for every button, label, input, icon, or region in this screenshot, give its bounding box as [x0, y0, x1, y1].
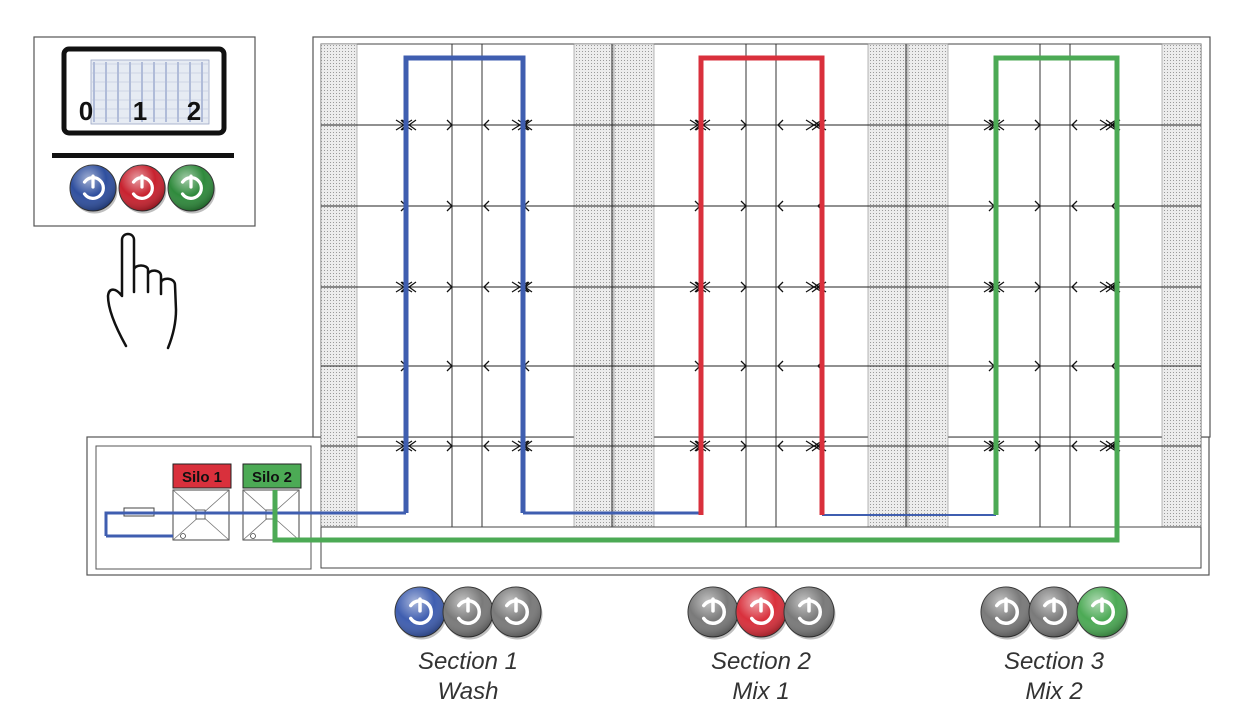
power-icon: [702, 597, 726, 625]
power-icon: [131, 174, 154, 200]
flow-arrow: [446, 281, 453, 293]
section-3-title: Section 3: [1004, 648, 1105, 675]
section-3-subtitle: Mix 2: [1025, 678, 1082, 705]
flow-arrow: [740, 200, 747, 212]
section-1-title: Section 1: [418, 648, 518, 675]
silo-label: Silo 1: [182, 469, 222, 486]
hand-pointer-icon: [106, 232, 178, 350]
section-3-button-2[interactable]: [1076, 586, 1129, 640]
flow-arrow: [1034, 119, 1041, 131]
flow-arrow: [446, 119, 453, 131]
flow-arrow: [740, 360, 747, 372]
silo-label: Silo 2: [252, 469, 292, 486]
flow-arrow: [1071, 440, 1078, 452]
silo-panel-inner: [95, 445, 312, 570]
panel-power-buttons: [69, 164, 216, 214]
planting-strip: [907, 43, 949, 528]
section-2-button-0[interactable]: [687, 586, 740, 640]
flow-arrow: [1071, 360, 1078, 372]
flow-arrow: [483, 360, 490, 372]
circuit-pipes: [104, 55, 1120, 543]
circuit-section-1: [403, 55, 526, 513]
section-2-title: Section 2: [711, 648, 811, 675]
power-icon: [798, 597, 822, 625]
flow-arrow: [777, 119, 784, 131]
flow-arrow: [446, 360, 453, 372]
flow-arrow: [740, 119, 747, 131]
feed-line-blue: [104, 511, 406, 536]
section-controls: [394, 586, 1129, 640]
flow-arrow: [483, 119, 490, 131]
section-1-button-2[interactable]: [490, 586, 543, 640]
power-icon: [457, 597, 481, 625]
section-2-subtitle: Mix 1: [732, 678, 789, 705]
section-3-button-0[interactable]: [980, 586, 1033, 640]
power-icon: [180, 174, 203, 200]
silo-label-box: [242, 463, 302, 489]
planting-strip: [613, 43, 655, 528]
panel-power-button-2[interactable]: [167, 164, 216, 214]
flow-arrow: [740, 440, 747, 452]
flow-arrow: [1034, 200, 1041, 212]
silo-1[interactable]: Silo 1: [172, 463, 232, 541]
flow-arrow: [1034, 440, 1041, 452]
flow-arrow: [483, 200, 490, 212]
planting-strip: [867, 43, 909, 528]
power-icon: [750, 597, 774, 625]
power-icon: [1043, 597, 1067, 625]
screen-thumbnail: [90, 59, 210, 125]
flow-arrow: [777, 200, 784, 212]
flow-arrow: [483, 440, 490, 452]
circuit-section-2: [698, 55, 825, 515]
panel-power-button-1[interactable]: [118, 164, 167, 214]
power-icon: [409, 597, 433, 625]
flow-arrow: [777, 360, 784, 372]
power-icon: [82, 174, 105, 200]
section-1-button-1[interactable]: [442, 586, 495, 640]
flow-arrow: [446, 200, 453, 212]
section-2-button-1[interactable]: [735, 586, 788, 640]
flow-arrow: [1071, 119, 1078, 131]
laptop-base: [52, 153, 234, 158]
field-frame: [312, 36, 1211, 438]
control-panel: 0 1 2: [33, 36, 256, 350]
planting-strip: [573, 43, 615, 528]
section-1-subtitle: Wash: [438, 678, 499, 705]
section-1-button-0[interactable]: [394, 586, 447, 640]
flow-arrow: [1034, 360, 1041, 372]
flow-arrow: [1071, 200, 1078, 212]
panel-power-button-0[interactable]: [69, 164, 118, 214]
flow-arrow: [740, 281, 747, 293]
silos: Silo 1 Silo 2: [123, 463, 302, 541]
screen-number-2: 2: [187, 96, 201, 126]
flow-arrow: [483, 281, 490, 293]
silo-2[interactable]: Silo 2: [242, 463, 302, 541]
circuit-section-3: [272, 55, 1120, 543]
flow-arrow: [1034, 281, 1041, 293]
power-icon: [995, 597, 1019, 625]
screen-number-0: 0: [79, 96, 93, 126]
silo-label-box: [172, 463, 232, 489]
flow-arrow: [777, 440, 784, 452]
flow-arrow: [1071, 281, 1078, 293]
flow-arrow: [777, 281, 784, 293]
power-icon: [505, 597, 529, 625]
section-3-button-1[interactable]: [1028, 586, 1081, 640]
section-2-button-2[interactable]: [783, 586, 836, 640]
planting-strip: [1161, 43, 1202, 528]
power-icon: [1091, 597, 1115, 625]
field-plan: [312, 36, 1211, 569]
planting-strip: [320, 43, 358, 528]
screen-number-1: 1: [133, 96, 147, 126]
flow-arrow: [446, 440, 453, 452]
